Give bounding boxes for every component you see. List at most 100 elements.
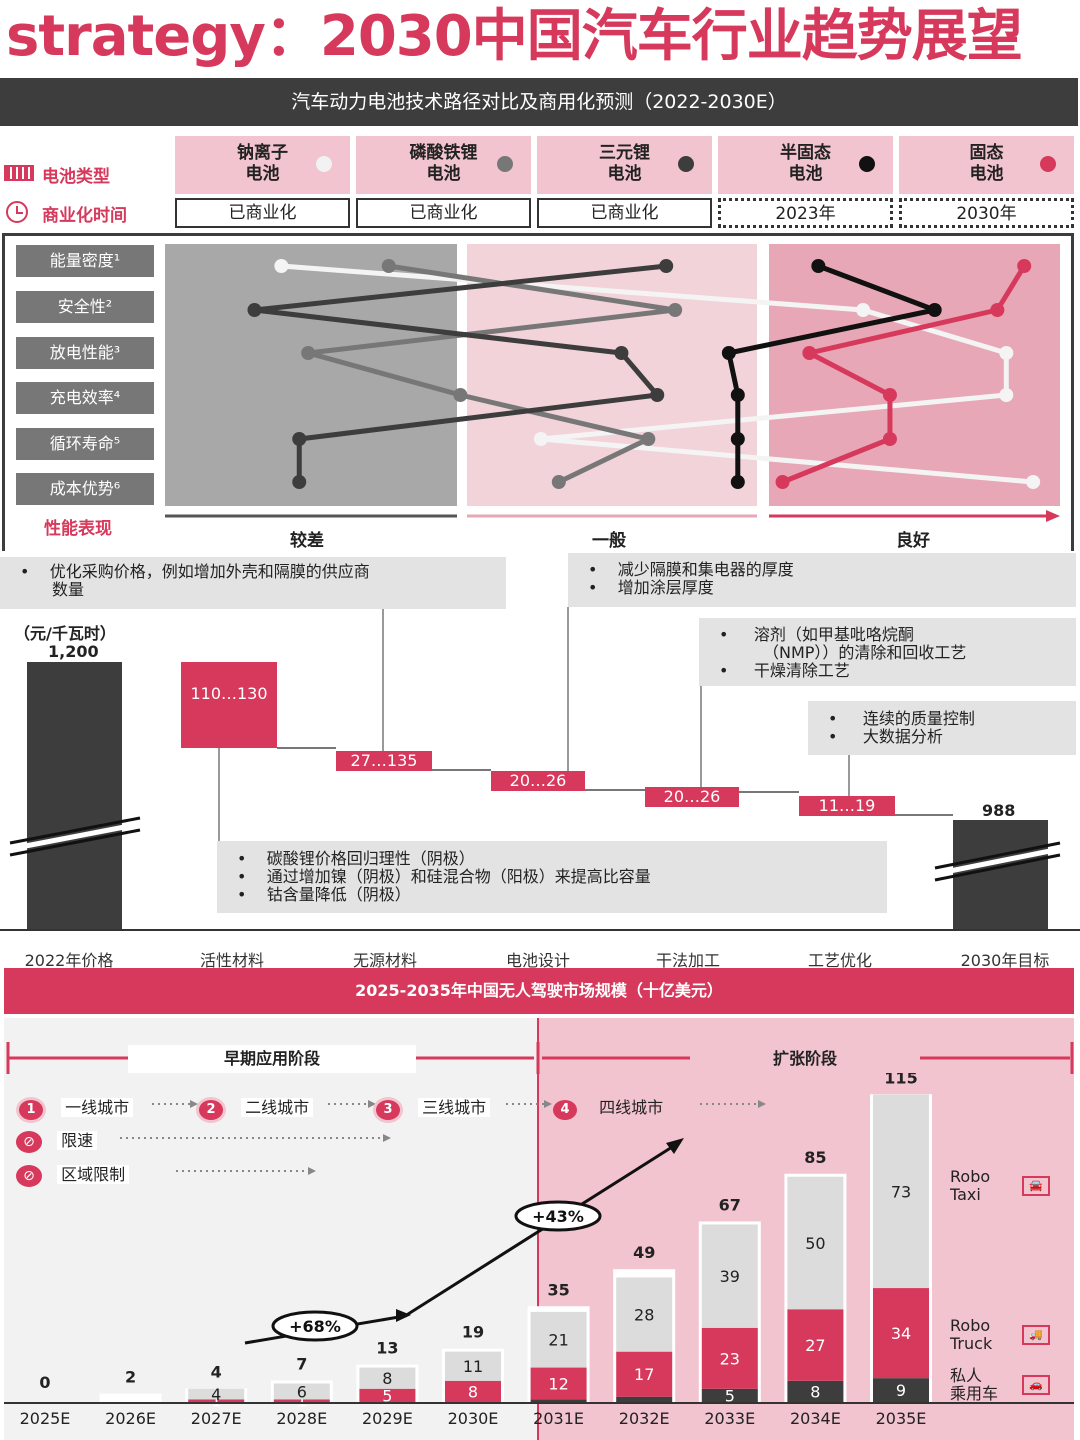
- bar-4-seg-1: [359, 1388, 416, 1402]
- bar-2-seg-2-label: 4: [211, 1385, 221, 1404]
- bar-2-seg-1: [188, 1399, 245, 1402]
- bar-8-seg-1-label: 23: [720, 1349, 740, 1368]
- series-line-4: [781, 264, 1027, 485]
- waterfall-bar-end: [953, 820, 1048, 930]
- axis-arrowhead: [1046, 510, 1060, 522]
- bar-10-total: 115: [884, 1068, 917, 1087]
- series-3-point-5: [730, 475, 745, 489]
- break-white-0: [9, 821, 141, 852]
- performance-frame: [2, 233, 1074, 551]
- category-2030-target: 2030年目标: [960, 951, 1050, 970]
- bar-8-seg-0: [701, 1388, 758, 1402]
- waterfall-step-process: 11…19: [799, 796, 895, 816]
- series-1-point-0: [381, 259, 396, 273]
- break-line-b-0: [9, 816, 141, 845]
- metric-discharge: 放电性能³: [16, 337, 154, 369]
- year-label-5: 2030E: [448, 1409, 499, 1428]
- bar-8-seg-2: [701, 1224, 758, 1328]
- level-medium: 一般: [592, 531, 626, 551]
- waterfall-step-dry: 20…26: [645, 787, 739, 807]
- year-label-6: 2031E: [533, 1409, 584, 1428]
- category-2022-price: 2022年价格: [24, 951, 114, 970]
- legend-arrowhead-5: [308, 1167, 316, 1175]
- phase-early-label: 早期应用阶段: [128, 1045, 416, 1073]
- series-line-3: [726, 263, 938, 482]
- bar-4-seg-2-label: 8: [382, 1369, 392, 1388]
- time-solid: 2030年: [899, 198, 1074, 228]
- bar-5-total: 19: [462, 1323, 484, 1342]
- section-header-battery: 汽车动力电池技术路径对比及商用化预测（2022-2030E）: [0, 78, 1078, 126]
- metric-cycle-life: 循环寿命⁵: [16, 428, 154, 460]
- series-2-point-3: [650, 388, 665, 402]
- page-title: strategy：2030中国汽车行业趋势展望: [6, 4, 1023, 69]
- bar-7-seg-1-label: 17: [634, 1365, 654, 1384]
- note-active-materials: • 碳酸锂价格回归理性（阴极） • 通过增加镍（阴极）和硅混合物（阳极）来提高比…: [217, 841, 887, 913]
- clock-icon: [6, 201, 28, 223]
- waterfall-step-active: 110…130: [181, 684, 277, 704]
- bar-3-seg-2: [273, 1383, 330, 1400]
- waterfall-step-passive: 27…135: [336, 751, 432, 771]
- year-label-0: 2025E: [20, 1409, 71, 1428]
- speed-limit-legend: ⊘ 限速: [16, 1127, 98, 1153]
- battery-type-sodium: 钠离子 电池: [175, 136, 350, 194]
- region-limit-legend: ⊘ 区域限制: [16, 1161, 130, 1187]
- bar-3-total: 7: [296, 1354, 307, 1373]
- bar-9-seg-0-label: 8: [810, 1382, 820, 1401]
- bar-7-seg-1: [616, 1351, 673, 1397]
- series-2-point-0: [659, 259, 674, 273]
- bar-8-seg-0-label: 5: [725, 1386, 735, 1405]
- series-0-point-1: [856, 303, 871, 317]
- tier-1-badge: 1: [16, 1097, 46, 1123]
- time-sodium: 已商业化: [175, 198, 350, 228]
- bar-9-total: 85: [804, 1148, 826, 1167]
- cagr-expansion-bubble: [514, 1200, 602, 1232]
- region-limit-icon: ⊘: [16, 1164, 42, 1187]
- bar-10-seg-1-label: 34: [891, 1324, 911, 1343]
- legend-arrowhead-4: [383, 1134, 391, 1142]
- performance-label: 性能表现: [44, 519, 112, 539]
- legend-robo-truck: Robo Truck 🚚: [950, 1317, 1060, 1353]
- note-passive-materials: • 优化采购价格，例如增加外壳和隔膜的供应商 数量: [0, 557, 506, 609]
- series-line-0: [281, 263, 1034, 485]
- series-3-point-3: [730, 388, 745, 402]
- phase-expansion-label: 扩张阶段: [690, 1045, 920, 1073]
- bar-10-seg-2-label: 73: [891, 1182, 911, 1201]
- category-process-optimization: 工艺优化: [807, 951, 872, 970]
- bar-4-seg-1-label: 5: [382, 1386, 392, 1405]
- battery-type-row-label: 电池类型: [4, 160, 174, 188]
- bar-7-seg-2-label: 28: [634, 1306, 654, 1325]
- legend-arrowhead-0: [190, 1100, 198, 1108]
- bar-9-seg-0: [787, 1380, 844, 1402]
- category-active-material: 活性材料: [199, 951, 264, 970]
- waterfall-end-value: 988: [982, 801, 1016, 820]
- metric-charge-efficiency: 充电效率⁴: [16, 382, 154, 414]
- city-tier-4: 4 四线城市: [550, 1094, 668, 1123]
- growth-arrowhead-mid: [396, 1309, 411, 1322]
- bar-6-total: 35: [547, 1280, 569, 1299]
- cagr-early-bubble: [271, 1310, 359, 1342]
- speed-limit-icon: ⊘: [16, 1130, 42, 1153]
- series-1-point-3: [453, 388, 468, 402]
- break-white-1: [934, 846, 1061, 877]
- bar-9-seg-2: [787, 1176, 844, 1310]
- taxi-car-icon: 🚘: [1022, 1176, 1050, 1196]
- bar-0-total: 0: [39, 1373, 50, 1392]
- bar-frame-1: [99, 1393, 162, 1402]
- semisolid-dot: [859, 156, 875, 172]
- break-line-b-1: [934, 841, 1061, 870]
- level-poor: 较差: [290, 531, 324, 551]
- series-1-point-4: [641, 432, 656, 446]
- bar-1-total: 2: [125, 1368, 136, 1387]
- battery-type-ternary: 三元锂 电池: [537, 136, 712, 194]
- bar-10-seg-0-label: 9: [896, 1381, 906, 1400]
- year-label-10: 2035E: [876, 1409, 927, 1428]
- bar-7-total: 49: [633, 1243, 655, 1262]
- city-tier-2: 2 二线城市: [196, 1094, 314, 1123]
- bar-10-seg-2: [873, 1094, 929, 1289]
- series-2-point-1: [247, 303, 262, 317]
- city-tier-1: 1 一线城市: [16, 1094, 134, 1123]
- bar-5-seg-2: [445, 1351, 501, 1381]
- series-2-point-4: [292, 432, 307, 446]
- bar-2-seg-1-label: 1: [211, 1392, 221, 1411]
